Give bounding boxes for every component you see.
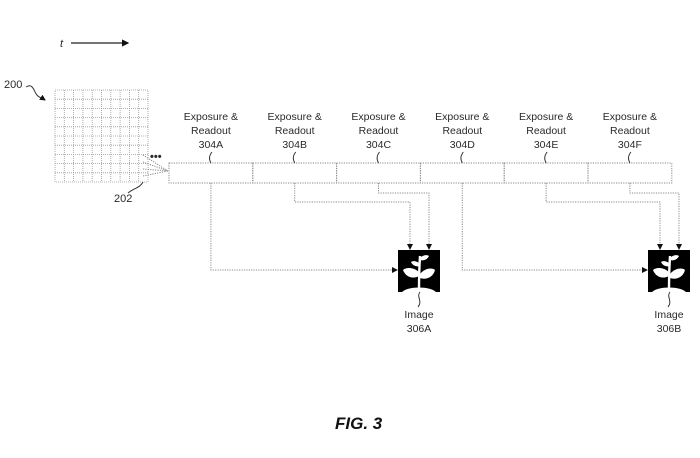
connector-304F (629, 183, 682, 250)
output-image-306B: Image 306B (648, 250, 690, 335)
time-axis: t (60, 38, 130, 50)
image-pointer-icon (667, 291, 671, 308)
connector-304D (461, 183, 648, 273)
segment-pointer-icon (460, 151, 464, 164)
segment-ref: 304C (366, 139, 392, 151)
sensor-ref: 200 (4, 79, 22, 91)
connector-304A (210, 183, 398, 273)
segment-label: Readout (610, 125, 650, 137)
segment-pointer-icon (209, 151, 213, 164)
image-ref: 306A (407, 323, 432, 335)
figure-label: FIG. 3 (335, 414, 383, 433)
segment-label: Exposure & (268, 111, 322, 123)
segment-ref: 304A (199, 139, 224, 151)
segment-label: Readout (359, 125, 399, 137)
segment-label: Exposure & (519, 111, 573, 123)
output-image-306A: Image 306A (398, 250, 440, 335)
image-sensor: 200 202 ••• (4, 79, 169, 205)
ellipsis: ••• (150, 151, 162, 163)
row-readout-lines (142, 154, 169, 177)
connectors (210, 183, 682, 273)
connector-304C (378, 183, 432, 250)
segment-label: Exposure & (184, 111, 238, 123)
exposure-timeline: Exposure & Readout 304A Exposure & Readout 30… (168, 111, 673, 184)
time-axis-label: t (60, 38, 64, 50)
segment-box (336, 162, 421, 184)
exposure-segment-304D: Exposure & Readout 304D (419, 111, 505, 184)
image-pointer-icon (417, 291, 421, 308)
segment-label: Readout (191, 125, 231, 137)
segment-pointer-icon (628, 151, 632, 164)
row-ref: 202 (114, 193, 132, 205)
plant-image-icon (398, 250, 440, 292)
image-label: Image (404, 309, 433, 321)
segment-ref: 304D (450, 139, 476, 151)
segment-box (587, 162, 673, 184)
segment-ref: 304F (618, 139, 642, 151)
segment-label: Exposure & (603, 111, 657, 123)
segment-box (503, 162, 589, 184)
exposure-segment-304B: Exposure & Readout 304B (252, 111, 338, 184)
segment-pointer-icon (292, 151, 297, 164)
exposure-segment-304F: Exposure & Readout 304F (587, 111, 673, 184)
row-pointer-icon (127, 181, 144, 194)
segment-box (252, 162, 338, 184)
segment-label: Readout (526, 125, 566, 137)
segment-box (419, 162, 505, 184)
exposure-segment-304E: Exposure & Readout 304E (503, 111, 589, 184)
plant-image-icon (648, 250, 690, 292)
image-ref: 306B (657, 323, 682, 335)
segment-ref: 304E (534, 139, 559, 151)
segment-ref: 304B (282, 139, 307, 151)
sensor-pixel-grid (54, 89, 149, 183)
segment-pointer-icon (544, 151, 548, 164)
segment-box (168, 162, 254, 184)
exposure-segment-304A: Exposure & Readout 304A (168, 111, 254, 184)
segment-label: Readout (275, 125, 315, 137)
segment-label: Readout (442, 125, 482, 137)
segment-label: Exposure & (351, 111, 405, 123)
exposure-segment-304C: Exposure & Readout 304C (336, 111, 421, 184)
segment-label: Exposure & (435, 111, 489, 123)
segment-pointer-icon (376, 151, 380, 164)
output-images: Image 306A Image 306B (398, 250, 690, 335)
image-label: Image (654, 309, 683, 321)
connector-304E (545, 183, 663, 250)
sensor-pointer-icon (25, 85, 46, 101)
